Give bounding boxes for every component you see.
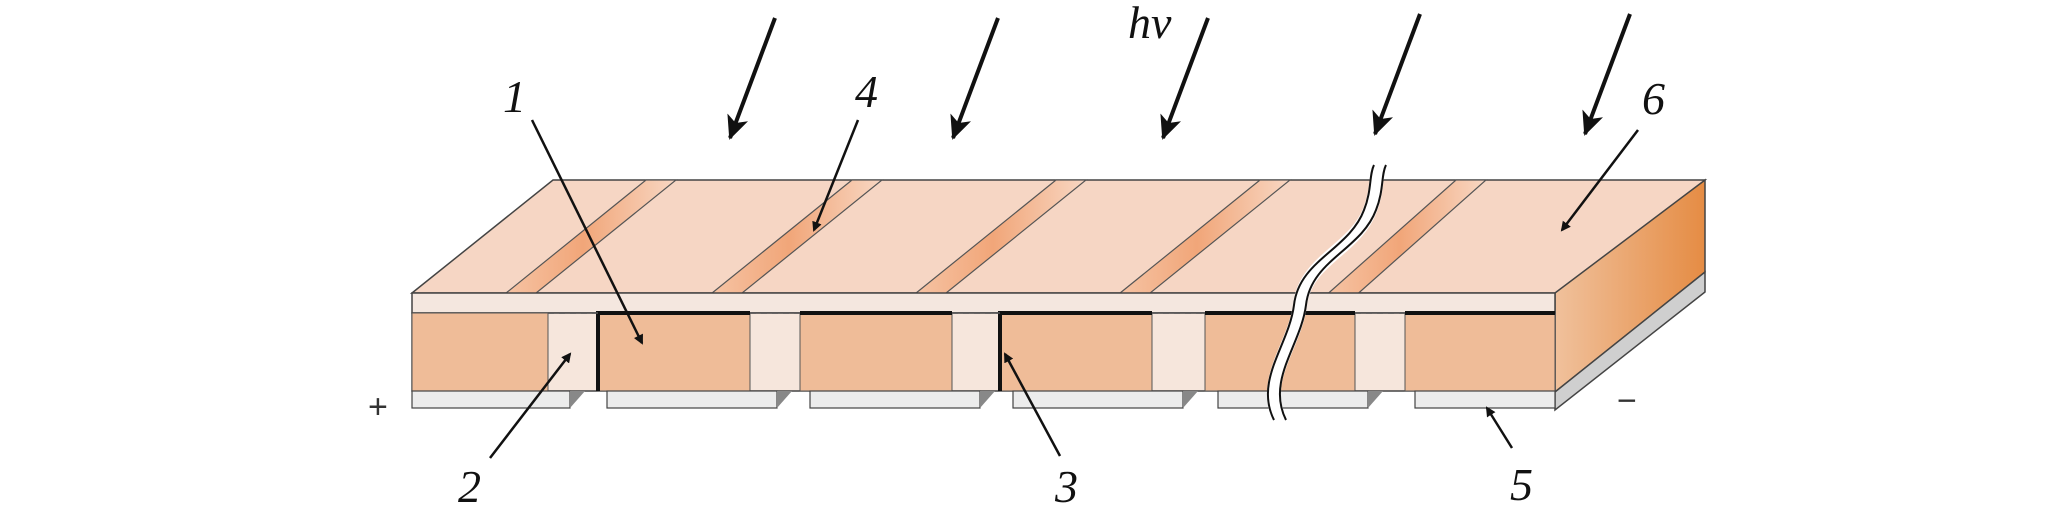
cell-block [799, 312, 953, 392]
contact [1414, 390, 1556, 409]
leader-2 [489, 352, 572, 459]
light-arrow [727, 17, 777, 140]
contact [809, 390, 981, 409]
leader-lines [489, 119, 1639, 459]
leader-3 [1003, 352, 1062, 457]
light-label: hv [1128, 0, 1172, 48]
label-2: 2 [458, 461, 481, 512]
cell-block [597, 312, 751, 392]
light-arrow [950, 17, 1000, 140]
plus-sign: + [368, 388, 388, 426]
front-top-layer [411, 292, 1556, 314]
label-6: 6 [1642, 73, 1665, 124]
bottom-contacts [411, 390, 1556, 409]
leader-1 [530, 119, 644, 345]
label-5: 5 [1510, 459, 1533, 510]
contact [606, 390, 778, 409]
contact [1012, 390, 1184, 409]
light-arrow [1160, 17, 1210, 140]
cell-block [411, 312, 549, 392]
contact [411, 390, 571, 409]
cell-blocks [411, 312, 1556, 392]
front-body [411, 312, 1556, 392]
light-arrow [1582, 13, 1632, 136]
contact [1217, 390, 1369, 409]
break-line [1266, 161, 1387, 424]
leader-4 [812, 119, 860, 232]
label-4: 4 [855, 66, 878, 117]
label-3: 3 [1054, 461, 1078, 512]
label-1: 1 [503, 71, 526, 122]
leader-5 [1485, 406, 1514, 449]
minus-sign: − [1617, 382, 1637, 420]
light-arrow [1372, 13, 1422, 136]
cell-block [1404, 312, 1556, 392]
cell-block [999, 312, 1153, 392]
light-arrows [727, 13, 1632, 140]
leader-6 [1560, 129, 1639, 232]
